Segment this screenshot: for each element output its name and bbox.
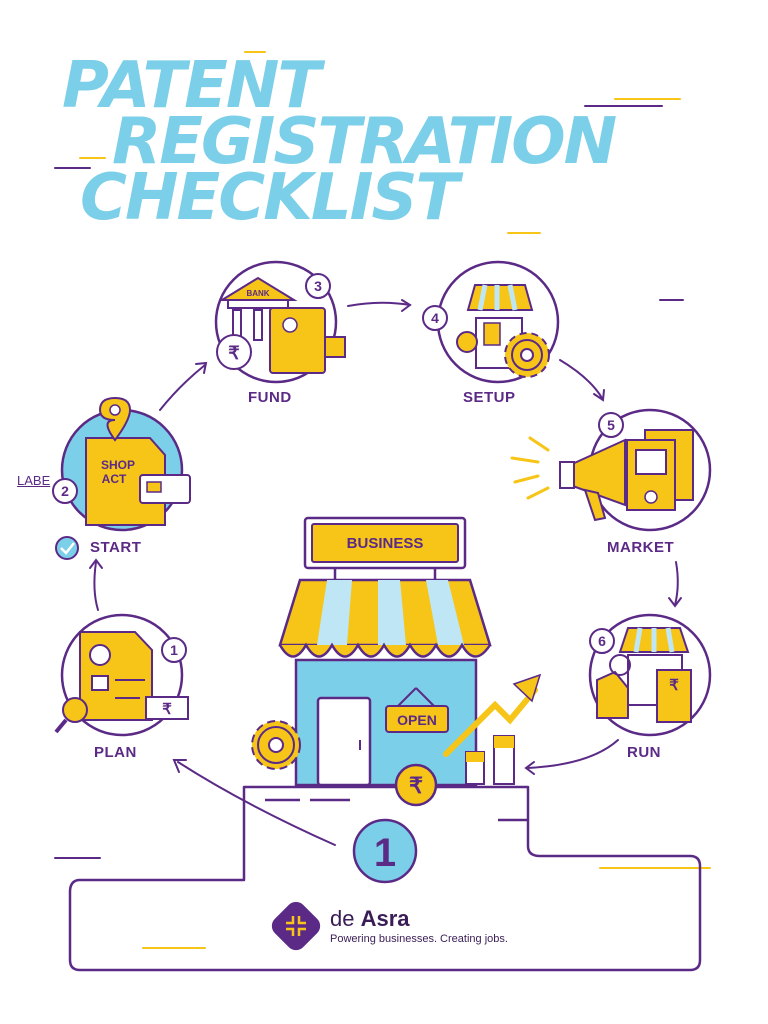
brand-block: de Asra Powering businesses. Creating jo… (330, 906, 508, 945)
deasra-logo-mark (271, 901, 321, 951)
brand-name-bold: Asra (360, 906, 410, 931)
step-number-4: 4 (422, 305, 448, 331)
brand-name-light: de (330, 906, 361, 931)
side-label: LABE (17, 473, 51, 488)
step-label-setup: SETUP (463, 389, 516, 406)
shop-act-line1: SHOP (101, 458, 135, 472)
shop-act-line2: ACT (102, 472, 127, 486)
title-line-3: CHECKLIST (80, 161, 459, 235)
brand-name: de Asra (330, 906, 508, 932)
setup-illustration (436, 260, 560, 384)
step-number-6: 6 (589, 628, 615, 654)
flow-arrows (89, 299, 682, 846)
run-illustration (588, 613, 712, 737)
store-sign-text: BUSINESS (347, 535, 424, 552)
step-number-3: 3 (305, 273, 331, 299)
decorative-dashes (54, 51, 711, 949)
central-store (251, 516, 542, 884)
plan-rupee-symbol: ₹ (162, 701, 172, 718)
step-label-start: START (90, 539, 142, 556)
title-line-1: PATENT (62, 49, 321, 123)
market-illustration (510, 408, 712, 532)
base-platform (68, 785, 702, 972)
step-label-run: RUN (627, 744, 661, 761)
bank-sign-text: BANK (246, 289, 269, 298)
door-sign-text: OPEN (397, 712, 437, 728)
step-label-fund: FUND (248, 389, 292, 406)
title-line-2: REGISTRATION (112, 105, 617, 179)
step-label-market: MARKET (607, 539, 675, 556)
step-number-2: 2 (52, 478, 78, 504)
fund-rupee-symbol: ₹ (228, 343, 240, 363)
center-number: 1 (374, 831, 396, 875)
start-illustration (55, 396, 191, 560)
brand-tagline: Powering businesses. Creating jobs. (330, 933, 508, 945)
step-number-1: 1 (161, 637, 187, 663)
run-rupee-symbol: ₹ (669, 677, 679, 694)
step-number-5: 5 (598, 412, 624, 438)
plan-illustration (54, 613, 189, 737)
step-label-plan: PLAN (94, 744, 137, 761)
coin-rupee-symbol: ₹ (409, 773, 423, 798)
